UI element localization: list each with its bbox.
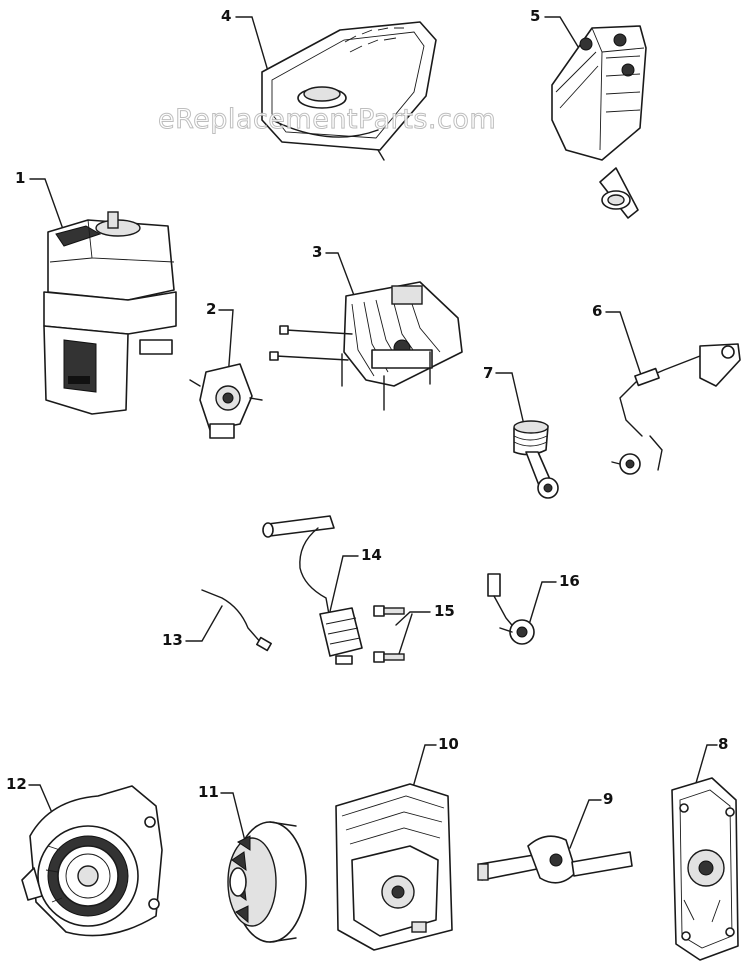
bolt-pair-part <box>373 605 405 663</box>
callout-1: 1 <box>15 169 26 187</box>
callout-4: 4 <box>221 7 232 25</box>
ignition-coil-part <box>262 515 363 665</box>
carburetor-part <box>189 363 263 439</box>
callout-2: 2 <box>206 300 217 318</box>
flywheel-part <box>227 821 307 943</box>
piston-part <box>513 420 559 499</box>
callout-10: 10 <box>438 735 459 753</box>
muffler-part <box>551 25 647 219</box>
callout-7: 7 <box>483 364 494 382</box>
recoil-starter-part <box>21 785 163 937</box>
blower-housing-part <box>43 211 177 415</box>
governor-linkage-part <box>611 343 741 475</box>
watermark-text: eReplacementParts.com <box>157 104 497 136</box>
callout-15: 15 <box>434 602 455 620</box>
callout-5: 5 <box>530 7 541 25</box>
governor-assembly-part <box>487 573 535 645</box>
callout-6: 6 <box>592 302 603 320</box>
callout-11: 11 <box>198 783 219 801</box>
crankcase-cover-part <box>671 777 739 961</box>
callout-3: 3 <box>312 243 323 261</box>
leader-lines <box>28 16 718 849</box>
wire-lead-part <box>201 589 272 652</box>
callout-14: 14 <box>361 546 382 564</box>
cylinder-head-part <box>269 281 463 411</box>
callout-16: 16 <box>559 572 580 590</box>
callout-12: 12 <box>6 775 27 793</box>
callout-8: 8 <box>718 735 729 753</box>
callout-9: 9 <box>603 790 614 808</box>
crankshaft-part <box>477 835 633 884</box>
crankcase-part <box>335 783 453 951</box>
fuel-tank-part <box>261 21 437 161</box>
callout-13: 13 <box>162 631 183 649</box>
